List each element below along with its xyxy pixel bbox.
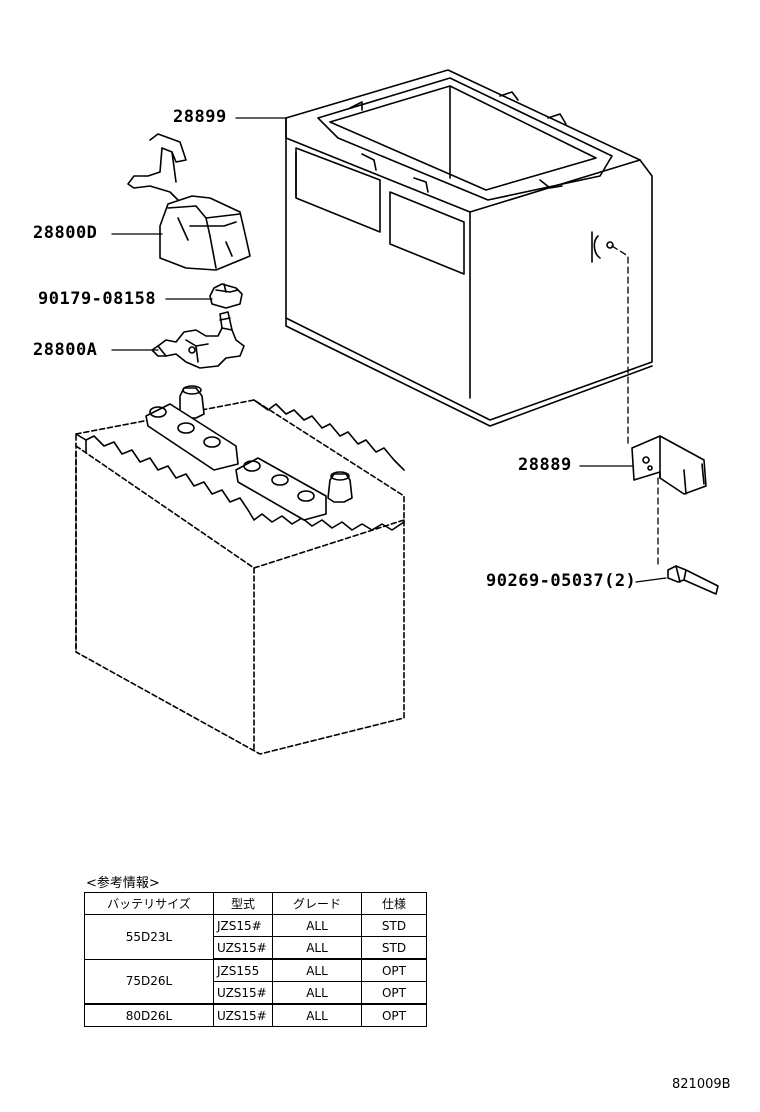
part-label-bolt: 90269-05037(2) bbox=[486, 571, 637, 591]
part-label-cover: 28800D bbox=[33, 223, 98, 243]
spec-cell: OPT bbox=[361, 981, 427, 1005]
battery-size-cell: 75D26L bbox=[84, 958, 214, 1005]
diagram-code: 821009B bbox=[672, 1077, 731, 1092]
spec-cell: STD bbox=[361, 914, 427, 937]
nut-drawing bbox=[209, 283, 243, 309]
header-spec: 仕様 bbox=[361, 892, 427, 915]
model-cell: UZS15# bbox=[213, 981, 273, 1005]
table-row: 80D26L UZS15# ALL OPT bbox=[84, 1003, 427, 1027]
table-row: UZS15# ALL OPT bbox=[85, 981, 427, 1005]
model-cell: UZS15# bbox=[213, 1003, 273, 1027]
assembly-dashed-lines bbox=[611, 245, 659, 569]
battery-cover-drawing bbox=[127, 133, 251, 271]
spec-cell: OPT bbox=[361, 958, 427, 982]
spec-cell: OPT bbox=[361, 1003, 427, 1027]
table-row: UZS15# ALL STD bbox=[85, 936, 427, 960]
part-label-bracket: 28889 bbox=[518, 455, 572, 475]
model-cell: UZS15# bbox=[213, 936, 273, 960]
reference-header-row: バッテリサイズ 型式 グレード 仕様 bbox=[84, 892, 427, 915]
header-model: 型式 bbox=[213, 892, 273, 915]
grade-cell: ALL bbox=[272, 914, 362, 937]
grade-cell: ALL bbox=[272, 981, 362, 1005]
table-row: 55D23L JZS15# ALL STD bbox=[84, 914, 427, 960]
part-label-nut: 90179-08158 bbox=[38, 289, 157, 309]
battery-drawing bbox=[75, 385, 405, 755]
header-battery-size: バッテリサイズ bbox=[84, 892, 214, 915]
bracket-drawing bbox=[631, 435, 707, 495]
model-cell: JZS155 bbox=[213, 958, 273, 982]
grade-cell: ALL bbox=[272, 958, 362, 982]
reference-title: <参考情報> bbox=[86, 876, 160, 891]
part-label-terminal: 28800A bbox=[33, 340, 98, 360]
terminal-drawing bbox=[151, 311, 245, 369]
model-cell: JZS15# bbox=[213, 914, 273, 937]
table-row: 75D26L JZS155 ALL OPT bbox=[84, 958, 427, 1005]
grade-cell: ALL bbox=[272, 936, 362, 960]
grade-cell: ALL bbox=[272, 1003, 362, 1027]
battery-size-cell: 55D23L bbox=[84, 914, 214, 960]
header-grade: グレード bbox=[272, 892, 362, 915]
bolt-drawing bbox=[667, 565, 719, 595]
part-label-case: 28899 bbox=[173, 107, 227, 127]
battery-size-cell: 80D26L bbox=[84, 1003, 214, 1027]
reference-table: バッテリサイズ 型式 グレード 仕様 55D23L JZS15# ALL STD… bbox=[84, 892, 427, 1027]
leader-lines bbox=[111, 117, 667, 583]
spec-cell: STD bbox=[361, 936, 427, 960]
battery-case-drawing bbox=[285, 69, 653, 427]
